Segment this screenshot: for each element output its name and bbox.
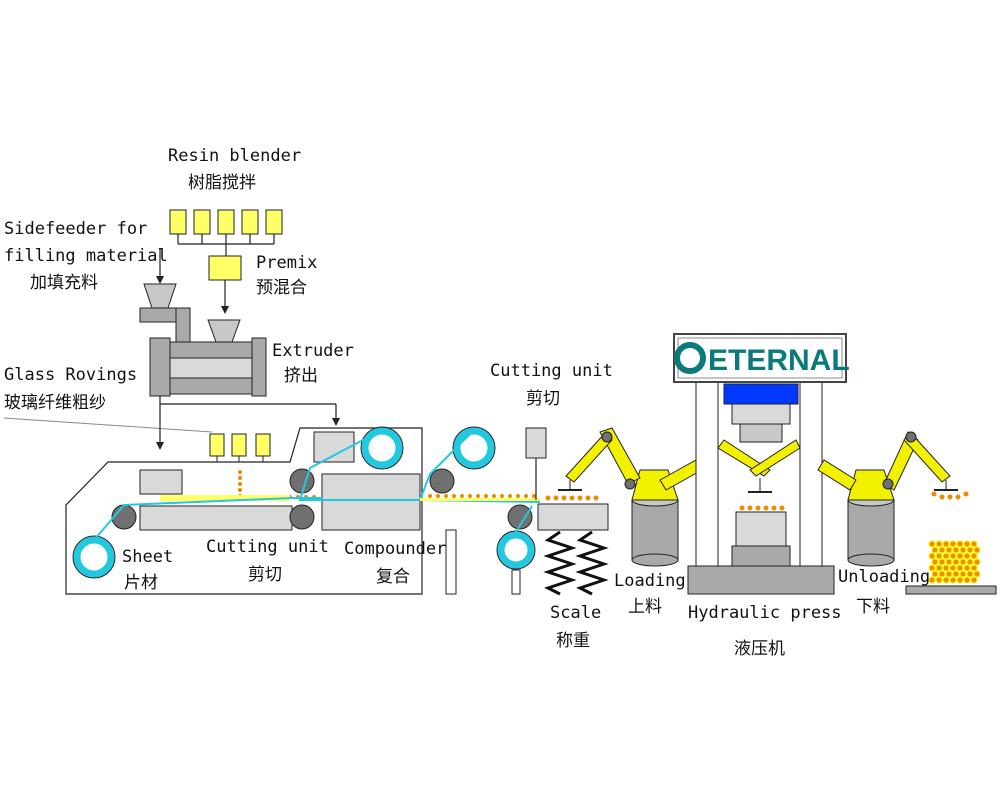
hydraulic-press-label: Hydraulic press bbox=[688, 603, 842, 623]
cutting-unit-bottom-label: Cutting unit bbox=[206, 537, 329, 557]
resin-blender-label: Resin blender bbox=[168, 146, 301, 166]
premix-cn-label: 预混合 bbox=[256, 278, 307, 298]
eternal-logo-text: ETERNAL bbox=[708, 344, 850, 377]
scale-label: Scale bbox=[550, 603, 601, 623]
smc-machine-housing bbox=[65, 427, 423, 595]
output-stack bbox=[928, 540, 981, 584]
premix-box bbox=[208, 255, 242, 281]
sidefeeder-label-line2: filling material bbox=[4, 246, 168, 266]
output-tray bbox=[905, 585, 997, 595]
compounder-box bbox=[321, 473, 421, 531]
film-reels bbox=[73, 427, 535, 578]
loading-label: Loading bbox=[614, 571, 686, 591]
extruder-cn-label: 挤出 bbox=[284, 366, 318, 386]
premix-label: Premix bbox=[256, 253, 317, 273]
hydraulic-press-cn-label: 液压机 bbox=[734, 639, 785, 659]
sidefeeder-cn-label: 加填充料 bbox=[30, 273, 98, 293]
extruder-label: Extruder bbox=[272, 341, 354, 361]
extruder-output-lines bbox=[159, 396, 337, 448]
cutting-blade-box bbox=[525, 427, 547, 459]
scale-dots bbox=[545, 495, 599, 501]
sheet-cn-label: 片材 bbox=[124, 573, 158, 593]
resin-blender-cn-label: 树脂搅拌 bbox=[188, 173, 256, 193]
glass-rovings-label: Glass Rovings bbox=[4, 365, 137, 385]
scale-platform bbox=[537, 503, 609, 531]
doctor-box bbox=[139, 469, 183, 495]
resin-blender-tanks bbox=[169, 209, 283, 235]
cutting-unit-top-cn-label: 剪切 bbox=[526, 389, 560, 409]
eternal-logo-icon bbox=[674, 342, 706, 374]
lower-conveyor bbox=[139, 505, 293, 531]
sidefeeder-label-line1: Sidefeeder for bbox=[4, 219, 147, 239]
cutting-unit-top-label: Cutting unit bbox=[490, 361, 613, 381]
scale-cn-label: 称重 bbox=[556, 631, 590, 651]
loading-cn-label: 上料 bbox=[628, 597, 662, 617]
compounder-cn-label: 复合 bbox=[376, 567, 410, 587]
unloading-label: Unloading bbox=[838, 567, 930, 587]
sheet-dots bbox=[428, 494, 536, 498]
resin-manifold bbox=[177, 234, 275, 256]
hydraulic-press bbox=[687, 377, 835, 595]
scale-springs bbox=[543, 530, 609, 596]
extruder-body bbox=[149, 337, 267, 397]
press-charge-dots bbox=[739, 505, 785, 511]
unloading-cn-label: 下料 bbox=[856, 597, 890, 617]
eternal-logo: ETERNAL bbox=[673, 333, 850, 383]
cutting-unit-bottom-cn-label: 剪切 bbox=[248, 565, 282, 585]
support-post bbox=[445, 529, 457, 595]
rovings-feed-line bbox=[3, 417, 213, 433]
unloading-robot bbox=[817, 431, 958, 567]
sheet-label: Sheet bbox=[122, 547, 173, 567]
cutter-head-box bbox=[313, 431, 355, 463]
extruder-hopper bbox=[207, 319, 241, 343]
glass-rovings-cn-label: 玻璃纤维粗纱 bbox=[4, 393, 106, 413]
compounder-label: Compounder bbox=[344, 539, 446, 559]
sidefeeder-hopper bbox=[143, 283, 177, 309]
roving-spools bbox=[209, 433, 271, 457]
loading-robot bbox=[558, 427, 703, 567]
